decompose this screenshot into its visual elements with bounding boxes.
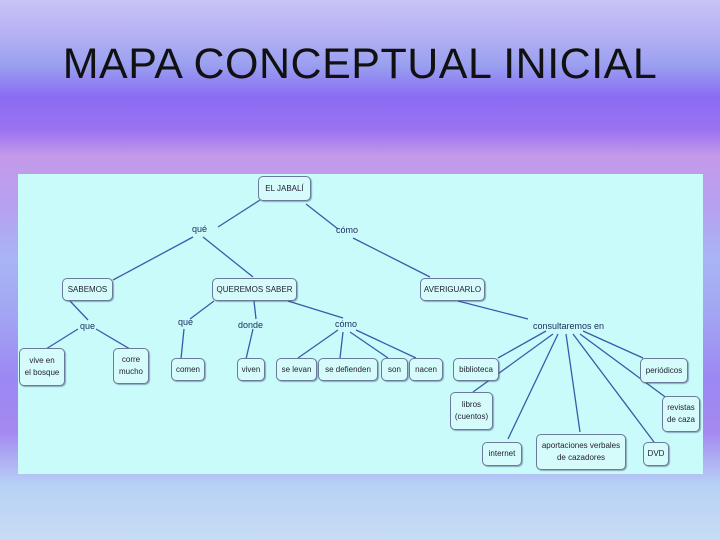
concept-map: EL JABALÍ SABEMOS QUEREMOS SABER AVERIGU… — [18, 174, 703, 474]
edge — [297, 329, 339, 359]
edge — [582, 330, 644, 359]
node-revistas-de-caza: revistas de caza — [662, 396, 700, 432]
link-label-que-queremos: que — [178, 317, 194, 327]
node-periodicos: periódicos — [640, 358, 688, 383]
edge — [472, 333, 554, 393]
node-se-defienden: se defienden — [318, 358, 378, 381]
node-viven: viven — [237, 358, 265, 381]
edge — [507, 333, 559, 440]
edge — [355, 329, 417, 359]
edge — [69, 300, 89, 321]
node-internet: internet — [482, 442, 522, 466]
node-vive-en-el-bosque: vive en el bosque — [19, 348, 65, 386]
node-biblioteca: biblioteca — [453, 358, 499, 381]
node-comen: comen — [171, 358, 205, 381]
node-se-levan: se levan — [276, 358, 317, 381]
edge — [95, 328, 131, 350]
edge — [112, 236, 194, 281]
node-nacen: nacen — [409, 358, 443, 381]
edge — [189, 300, 215, 320]
edge — [572, 333, 655, 443]
node-queremos-saber: QUEREMOS SABER — [212, 278, 297, 301]
edge — [217, 199, 261, 228]
node-aportaciones-verbales: aportaciones verbales de cazadores — [536, 434, 626, 470]
edge — [202, 236, 254, 278]
node-libros-cuentos: libros (cuentos) — [450, 392, 493, 430]
link-label-que: qué — [192, 224, 208, 234]
edge — [287, 300, 344, 319]
edge — [339, 331, 344, 359]
link-label-como: cómo — [336, 225, 359, 235]
node-sabemos: SABEMOS — [62, 278, 113, 301]
edge — [180, 328, 185, 360]
edge — [579, 333, 669, 400]
connector-lines — [45, 199, 669, 443]
edge — [305, 203, 339, 230]
link-label-como-queremos: cómo — [335, 319, 358, 329]
link-label-consultaremos-en: consultaremos en — [533, 321, 605, 331]
edge — [45, 328, 79, 350]
page-title: MAPA CONCEPTUAL INICIAL — [62, 40, 658, 88]
edge — [352, 237, 431, 278]
node-corre-mucho: corre mucho — [113, 348, 149, 384]
edge — [497, 330, 547, 359]
link-label-que-sabemos: que — [80, 321, 96, 331]
node-son: son — [381, 358, 408, 381]
edge — [253, 300, 257, 320]
link-label-donde: donde — [238, 320, 264, 330]
node-averiguarlo: AVERIGUARLO — [420, 278, 485, 301]
edge — [349, 331, 389, 359]
edge — [245, 328, 254, 360]
node-dvd: DVD — [643, 442, 669, 466]
node-el-jabali: EL JABALÍ — [258, 176, 311, 201]
edge — [565, 333, 581, 433]
edge — [457, 300, 529, 320]
